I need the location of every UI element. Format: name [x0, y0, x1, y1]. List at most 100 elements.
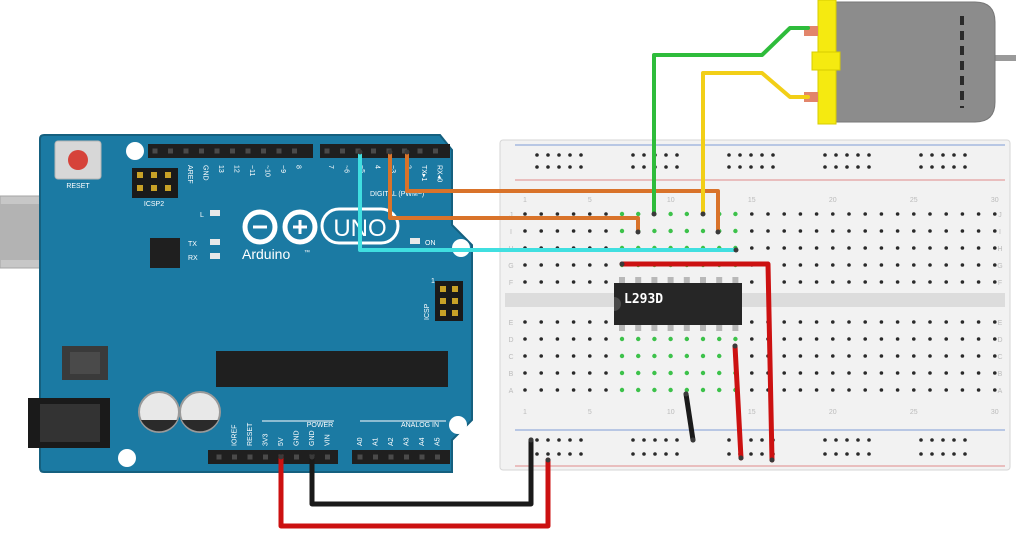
column-number-top: 25: [910, 197, 918, 204]
breadboard-hole: [879, 229, 884, 233]
breadboard-hole: [523, 337, 527, 341]
header-hole: [168, 148, 173, 154]
chip-notch: [614, 297, 621, 311]
breadboard-hole: [523, 263, 527, 267]
breadboard-hole: [571, 280, 576, 284]
wires: [278, 26, 810, 529]
breadboard-hole: [928, 388, 932, 392]
analog-pin-label: A5: [435, 437, 442, 446]
breadboard-hole: [539, 263, 543, 267]
breadboard-hole: [863, 263, 867, 267]
breadboard-hole: [976, 320, 981, 324]
breadboard-hole: [782, 212, 786, 216]
power-label: POWER: [307, 422, 333, 429]
rail-hole: [941, 165, 945, 169]
rail-hole: [952, 165, 956, 169]
breadboard-hole: [831, 246, 835, 250]
rail-hole: [546, 438, 550, 442]
breadboard-hole: [993, 320, 997, 324]
breadboard-hole: [847, 263, 851, 267]
header-hole: [276, 148, 282, 154]
rail-hole: [941, 438, 945, 442]
breadboard-hole: [928, 263, 932, 267]
chip-leg: [732, 277, 739, 284]
motor-shaft: [986, 55, 1016, 61]
breadboard-hole: [539, 388, 543, 392]
row-letter-left: B: [509, 371, 514, 378]
header-hole: [214, 148, 220, 154]
rail-hole: [535, 153, 539, 157]
breadboard-hole: [523, 354, 527, 358]
top-pin-label: ~11: [248, 165, 255, 176]
connected-hole: [684, 353, 689, 359]
chip-leg: [700, 324, 706, 331]
breadboard-hole: [604, 388, 608, 392]
rail-hole: [664, 153, 668, 157]
connected-hole: [717, 336, 722, 342]
breadboard-hole: [944, 229, 948, 233]
rail-hole: [557, 452, 561, 456]
row-letter-left: D: [508, 337, 513, 344]
connected-hole: [668, 387, 673, 393]
rail-hole: [834, 153, 838, 157]
breadboard-hole: [912, 388, 916, 392]
column-number-top: 5: [588, 197, 592, 204]
chip-leg: [635, 277, 642, 284]
breadboard-hole: [847, 280, 851, 284]
chip-leg: [732, 324, 739, 331]
power-pin-label: GND: [294, 430, 301, 446]
rail-hole: [856, 165, 860, 169]
breadboard-hole: [976, 246, 981, 250]
header-hole: [292, 148, 297, 154]
rail-hole: [760, 452, 764, 456]
trademark: ™: [304, 249, 310, 256]
breadboard-hole: [863, 212, 867, 216]
motor-terminal: [804, 92, 818, 102]
breadboard-hole: [976, 229, 981, 233]
rail-hole: [941, 153, 945, 157]
breadboard-hole: [895, 263, 900, 267]
breadboard-hole: [944, 320, 948, 324]
icsp-header: [435, 281, 463, 321]
header-hole: [152, 148, 158, 154]
breadboard-hole: [863, 371, 867, 375]
rail-hole: [749, 452, 753, 456]
breadboard-hole: [604, 371, 608, 375]
breadboard-hole: [863, 320, 867, 324]
breadboard-hole: [944, 280, 948, 284]
breadboard-hole: [895, 280, 900, 284]
rail-hole: [631, 438, 635, 442]
wire-end: [769, 457, 775, 463]
breadboard-hole: [993, 246, 997, 250]
breadboard-hole: [960, 263, 965, 267]
breadboard-hole: [895, 371, 900, 375]
row-letter-right: D: [997, 337, 1002, 344]
rail-hole: [760, 153, 764, 157]
wire-red-vcc-2: [732, 343, 744, 461]
power-pin-label: VIN: [325, 434, 332, 446]
rail-hole: [919, 165, 923, 169]
wire-end: [683, 391, 689, 397]
analog-pin-label: A1: [373, 437, 380, 446]
breadboard-hole: [879, 280, 884, 284]
breadboard-hole: [993, 263, 997, 267]
breadboard-hole: [571, 212, 576, 216]
connected-hole: [668, 336, 673, 342]
breadboard-hole: [782, 337, 786, 341]
dc-motor: [804, 0, 1016, 125]
breadboard-hole: [960, 246, 965, 250]
rail-hole: [727, 452, 731, 456]
connected-hole: [636, 211, 641, 217]
reset-button-cap[interactable]: [68, 150, 88, 170]
rail-hole: [738, 153, 742, 157]
breadboard-hole: [831, 354, 835, 358]
icsp2-pin: [137, 172, 143, 178]
header-hole: [371, 148, 376, 154]
icsp2-pin: [151, 185, 157, 191]
top-pin-label: 8: [295, 165, 302, 169]
rail-hole: [856, 452, 860, 456]
breadboard-hole: [960, 280, 965, 284]
breadboard-hole: [814, 371, 819, 375]
header-hole: [245, 148, 251, 154]
rail-hole: [749, 153, 753, 157]
